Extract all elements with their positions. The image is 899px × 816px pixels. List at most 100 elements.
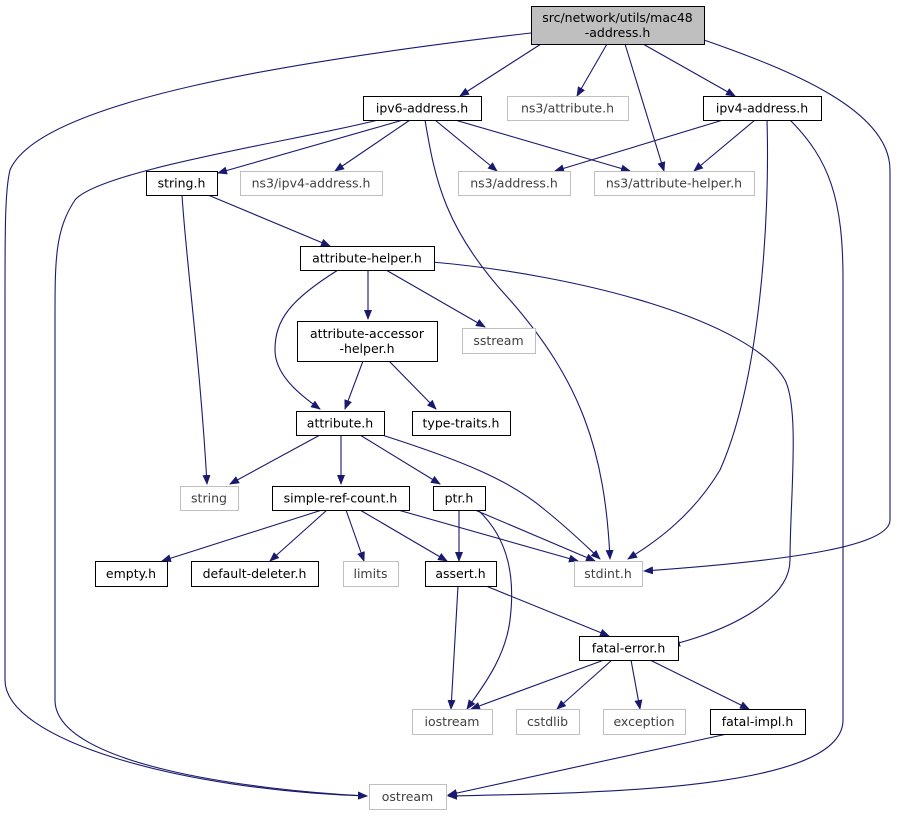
edge-ipv6-to-stdint [424,119,614,560]
edge-fatalerror-to-exception [630,659,643,710]
node-label-ns3addr: ns3/address.h [470,176,558,191]
node-box-stdint [574,561,643,587]
node-label-simpleref: simple-ref-count.h [284,491,398,506]
edge-simpleref-to-limits [345,509,365,562]
node-box-fatalerror [579,636,679,661]
edge-ptr-to-stdint [474,509,596,562]
node-ns3attrhelper: ns3/attribute-helper.h [594,171,755,196]
node-box-empty [95,561,168,587]
node-box-simpleref [272,486,410,511]
node-iostream: iostream [412,709,493,735]
edge-simpleref-to-stdint [397,509,579,563]
node-ns3ipv4: ns3/ipv4-address.h [240,171,383,196]
node-deleter[interactable]: default-deleter.h [191,561,319,587]
edge-attribute-to-ptr [359,434,441,485]
node-box-attrhelper [300,246,435,271]
edge-fatalerror-to-cstdlib [556,659,613,710]
edge-attrhelper-to-attribute [274,269,339,410]
node-empty[interactable]: empty.h [95,561,168,587]
node-label-string: string [191,491,227,506]
edge-ptr-to-iostream [466,509,513,710]
node-limits: limits [343,561,399,587]
edge-simpleref-to-empty [161,509,323,563]
edge-fatalerror-to-fatalimpl [649,659,750,710]
edge-simpleref-to-assert [359,509,448,562]
node-string: string [180,486,239,511]
node-label-stringh: string.h [158,176,206,191]
node-box-ipv6 [363,96,482,121]
edge-root-to-stdint [643,39,891,575]
edge-stringh-to-string [181,194,211,485]
node-box-ns3ipv4 [240,171,383,196]
edge-ipv6-to-ns3attrhelper [454,119,631,173]
node-label-limits: limits [353,566,387,581]
edge-attribute-to-string [229,434,321,485]
edge-ipv4-to-ns3attrhelper [693,119,756,172]
node-root[interactable]: src/network/utils/mac48-address.h [531,6,705,45]
node-label-ipv4: ipv4-address.h [716,101,808,116]
edge-ipv4-to-stdint [627,119,769,560]
node-attrhelper[interactable]: attribute-helper.h [300,246,435,271]
node-box-ipv4 [703,96,822,121]
node-box-ostream [369,784,447,810]
node-ptr[interactable]: ptr.h [433,486,486,511]
node-label-ns3attrhelper: ns3/attribute-helper.h [606,176,742,191]
edge-attrhelper-to-fatalerror [431,261,794,647]
node-box-accessor [297,321,438,362]
node-cstdlib: cstdlib [516,709,580,735]
node-label-accessor: -helper.h [339,341,394,356]
node-attribute[interactable]: attribute.h [296,411,385,436]
node-fatalimpl[interactable]: fatal-impl.h [710,709,806,735]
node-label-cstdlib: cstdlib [527,714,568,729]
node-box-deleter [191,561,319,587]
node-box-ns3attr [507,96,629,121]
node-ipv4[interactable]: ipv4-address.h [703,96,822,121]
node-label-stdint: stdint.h [584,566,632,581]
edge-ipv4-to-ostream [447,119,844,800]
node-box-stringh [146,171,218,196]
node-box-iostream [412,709,493,735]
node-label-deleter: default-deleter.h [203,566,307,581]
edge-accessor-to-attribute [344,360,364,410]
node-label-attrhelper: attribute-helper.h [312,251,422,266]
edge-root-to-ns3attrhelper [624,43,666,172]
edge-simpleref-to-deleter [269,509,328,562]
node-sstream: sstream [462,328,536,354]
node-stringh[interactable]: string.h [146,171,218,196]
node-simpleref[interactable]: simple-ref-count.h [272,486,410,511]
node-ns3addr: ns3/address.h [458,171,571,196]
node-fatalerror[interactable]: fatal-error.h [579,636,679,661]
node-label-sstream: sstream [473,333,523,348]
edge-fatalimpl-to-ostream [447,733,728,797]
edge-root-to-ostream [4,32,532,800]
edge-attrhelper-to-sstream [385,269,486,328]
node-accessor[interactable]: attribute-accessor-helper.h [297,321,438,362]
edge-fatalerror-to-iostream [470,659,605,710]
edge-root-to-ns3attr [576,43,608,97]
node-ipv6[interactable]: ipv6-address.h [363,96,482,121]
node-box-exception [603,709,686,735]
edges-layer [4,32,891,800]
edge-attribute-to-stdint [381,434,601,560]
node-box-attribute [296,411,385,436]
node-assert[interactable]: assert.h [425,561,497,587]
node-label-empty: empty.h [106,566,156,581]
node-label-attribute: attribute.h [307,416,373,431]
node-box-string [180,486,239,511]
node-label-exception: exception [613,714,674,729]
nodes-layer: src/network/utils/mac48-address.h ipv6-ad… [95,6,822,810]
edge-root-to-ipv6 [459,43,542,97]
node-ostream: ostream [369,784,447,810]
edge-stringh-to-attrhelper [207,194,331,247]
node-box-ns3addr [458,171,571,196]
node-label-root: -address.h [585,25,651,40]
edge-ipv6-to-ostream [54,119,379,800]
edge-root-to-ipv4 [642,43,736,97]
node-label-assert: assert.h [435,566,485,581]
node-label-root: src/network/utils/mac48 [542,10,693,25]
node-label-accessor: attribute-accessor [310,326,425,341]
node-label-iostream: iostream [425,714,480,729]
node-typetraits[interactable]: type-traits.h [412,411,511,436]
node-label-fatalerror: fatal-error.h [592,641,666,656]
